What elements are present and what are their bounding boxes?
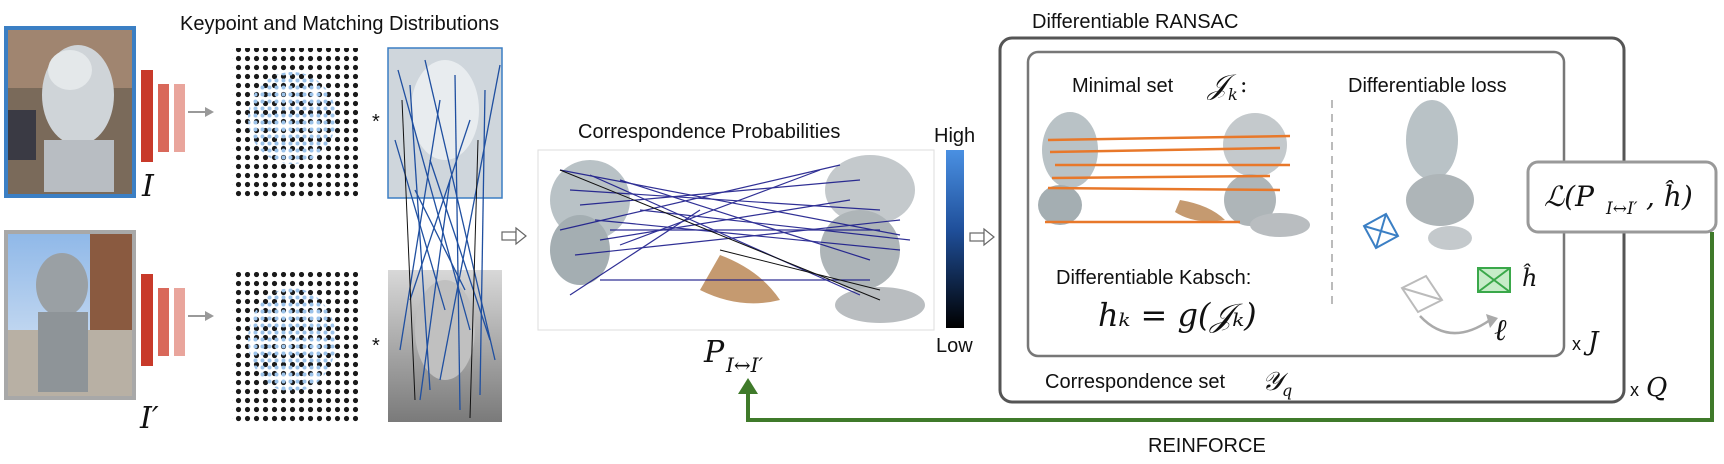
- keypoint-distribution-top: [232, 48, 358, 200]
- correspondence-title: Correspondence Probabilities: [578, 121, 840, 143]
- multiplier-q: x Q: [1630, 373, 1667, 403]
- h-hat-label: ĥ: [1522, 263, 1537, 292]
- loss-formula: ℒ(P I↔I′ , ĥ): [1544, 180, 1693, 219]
- colorbar-high: High: [934, 125, 975, 147]
- arrow-to-correspondence: [501, 226, 527, 246]
- svg-text:q: q: [1282, 381, 1292, 400]
- image-label-i: I: [141, 169, 155, 204]
- prob-label: P I↔I′: [703, 335, 764, 377]
- camera-icon-blue: [1362, 212, 1400, 250]
- star-top: *: [372, 111, 380, 133]
- svg-text::: :: [1240, 73, 1247, 98]
- diff-loss-image: [1406, 100, 1474, 250]
- svg-text:I↔I′: I↔I′: [725, 353, 764, 377]
- svg-text:k: k: [1228, 85, 1238, 104]
- loss-box: [1526, 160, 1718, 234]
- minimal-set-image: [1038, 112, 1310, 237]
- matching-distribution: [387, 47, 503, 422]
- reinforce-arrow: [738, 232, 1714, 422]
- kabsch-formula: hₖ = g(𝒥ₖ): [1098, 296, 1257, 334]
- loss-curve-arrowhead: [1486, 314, 1498, 328]
- minimal-set-label: Minimal set 𝒥 k :: [1072, 68, 1247, 104]
- keypoint-distribution-bottom: [232, 272, 358, 422]
- loss-curve-arrow: [1419, 315, 1491, 335]
- star-bottom: *: [372, 335, 380, 357]
- corr-set-label: Correspondence set 𝒴 q: [1045, 367, 1292, 400]
- svg-text:P: P: [703, 335, 725, 370]
- ransac-title: Differentiable RANSAC: [1032, 11, 1238, 33]
- camera-icon-green: [1477, 267, 1511, 293]
- svg-text:J: J: [1583, 327, 1600, 357]
- input-image-top: [4, 26, 136, 198]
- svg-text:Correspondence set: Correspondence set: [1045, 371, 1226, 393]
- image-label-i-prime: I′: [139, 401, 159, 436]
- svg-text:I↔I′: I↔I′: [1605, 199, 1638, 219]
- svg-text:Q: Q: [1646, 373, 1667, 403]
- kabsch-label: Differentiable Kabsch:: [1056, 267, 1251, 289]
- colorbar: [946, 150, 964, 328]
- arrow-to-ransac: [969, 227, 995, 247]
- svg-text:ℒ(P: ℒ(P: [1544, 180, 1595, 213]
- arrow-to-keypoints-bottom: [188, 311, 214, 321]
- ell-label: ℓ: [1494, 313, 1507, 348]
- cnn-encoder-bottom: [141, 274, 185, 366]
- correspondence-image: [537, 149, 935, 331]
- svg-text:Minimal set: Minimal set: [1072, 75, 1174, 97]
- cnn-encoder-top: [141, 70, 185, 162]
- diff-loss-title: Differentiable loss: [1348, 75, 1507, 97]
- keypoint-title: Keypoint and Matching Distributions: [180, 13, 499, 35]
- svg-text:x: x: [1572, 334, 1581, 354]
- svg-text:x: x: [1630, 380, 1639, 400]
- svg-text:, ĥ): , ĥ): [1646, 180, 1693, 213]
- multiplier-j: x J: [1572, 327, 1600, 357]
- input-image-bottom: [4, 230, 136, 400]
- arrow-to-keypoints-top: [188, 107, 214, 117]
- camera-icon-gray: [1400, 274, 1444, 314]
- reinforce-label: REINFORCE: [1148, 435, 1266, 457]
- colorbar-low: Low: [936, 335, 973, 357]
